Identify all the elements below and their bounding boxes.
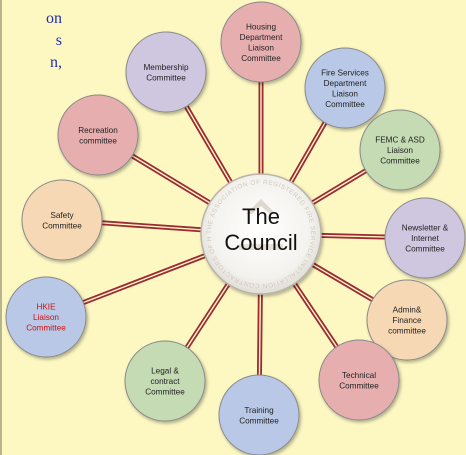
node-circle-femc [359,109,441,191]
side-text-line: on [46,10,62,27]
node-label-fire: Department [324,79,368,88]
connector-legal [186,282,232,351]
node-label-hkie: Liaison [33,313,59,322]
node-label-legal: contract [150,377,180,386]
connector-hkie [80,252,207,303]
node-circle-technical [318,339,400,421]
connector-newsletter [318,232,388,237]
node-circle-newsletter [384,197,466,279]
connector-training [260,292,263,378]
node-label-safety: Safety [50,211,74,220]
node-label-membership: Committee [146,73,186,82]
node-label-recreation: Recreation [78,126,118,135]
node-admin: Admin&Finance committee [366,279,448,361]
node-label-housing: Committee [241,54,281,63]
node-label-legal: Committee [145,388,185,397]
node-label-safety: Committee [42,221,82,230]
side-text: on s n, [2,8,62,74]
connectors [80,80,388,378]
connector-recreation [130,152,213,204]
node-label-technical: Committee [339,381,379,390]
connector-membership [185,103,234,184]
node-label-membership: Membership [143,63,188,72]
node-label-technical: Technical [342,371,376,380]
node-circle-membership [125,31,207,113]
node-label-hkie: HKIE [36,303,56,312]
connector-hkie [81,255,208,306]
connector-newsletter [318,236,387,240]
connector-fire [290,121,329,185]
node-label-newsletter: Internet [411,234,439,243]
council-circle [200,173,322,295]
side-text-line: s [55,32,62,49]
node-label-training: Training [244,406,274,415]
connector-admin [309,264,374,303]
logo-emblem-icon [246,199,276,214]
connector-recreation [129,155,212,207]
node-circle-training [218,374,300,455]
node-label-femc: Liaison [387,146,413,155]
node-label-fire: Liaison [332,89,358,98]
node-circle-hkie [5,276,87,358]
node-label-fire: Fire Services [321,68,369,77]
node-label-newsletter: Committee [405,245,445,254]
connector-fire [287,119,326,184]
connector-training [256,291,260,377]
logo-bar-icon [239,244,283,250]
council-title-line-2: Council [224,230,297,255]
node-label-housing: Liaison [248,43,274,52]
node-circle-housing [220,1,302,83]
node-label-fire: Committee [325,100,365,109]
node-label-housing: Housing [246,22,276,31]
council-title-line-1: The [242,204,280,229]
node-label-newsletter: Newsletter & [402,224,449,233]
node-label-housing: Department [240,33,284,42]
node-circle-safety [21,179,103,261]
node-circle-recreation [57,94,139,176]
node-label-femc: Committee [380,157,420,166]
connector-femc [309,167,368,204]
node-label-femc: FEMC & ASD [375,136,425,145]
connector-safety [99,223,204,233]
node-circle-legal [124,340,206,422]
connector-technical [293,280,340,349]
node-label-admin: Finance [392,316,422,325]
node-label-legal: Legal & [151,367,179,376]
connector-technical [291,282,338,350]
connector-membership [183,105,232,186]
node-circle-fire [304,47,386,129]
node-label-training: Committee [239,416,279,425]
connector-admin [311,261,376,301]
side-text-line: n, [50,54,62,71]
connector-femc [311,170,369,207]
node-circle-admin [366,279,448,361]
node-label-hkie: Committee [26,324,66,333]
connector-safety [99,220,204,230]
node-label-recreation: committee [79,136,117,145]
node-label-admin: Admin& [393,306,422,315]
node-label-admin: committee [388,327,426,336]
connector-legal [183,281,229,349]
